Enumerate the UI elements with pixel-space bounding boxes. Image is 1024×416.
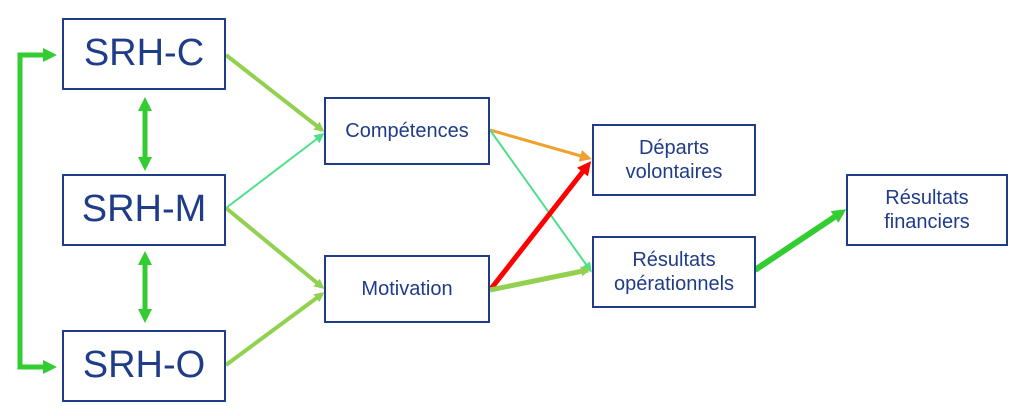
node-srh-o: SRH-O [62,330,226,402]
node-resultats-financiers: Résultats financiers [846,174,1008,246]
node-resultats-operationnels: Résultats opérationnels [592,236,756,308]
edge-srhc-srho [17,48,57,374]
edge-motivation-departs [488,161,592,292]
node-departs-volontaires: Départs volontaires [592,124,756,196]
node-competences: Compétences [324,97,490,165]
edge-srhm-motivation [224,206,325,289]
edge-competences-resultats-op [489,129,592,273]
edge-srhc-competences [224,53,325,132]
edge-motivation-resultats-op [489,266,591,293]
node-srh-c: SRH-C [62,18,226,90]
edge-resultats-op-resultats-fin [753,209,847,273]
edge-srho-motivation [224,292,325,367]
edge-competences-departs [489,128,592,162]
node-motivation: Motivation [324,255,490,323]
edge-srhm-competences [225,133,325,209]
node-srh-m: SRH-M [62,174,226,246]
